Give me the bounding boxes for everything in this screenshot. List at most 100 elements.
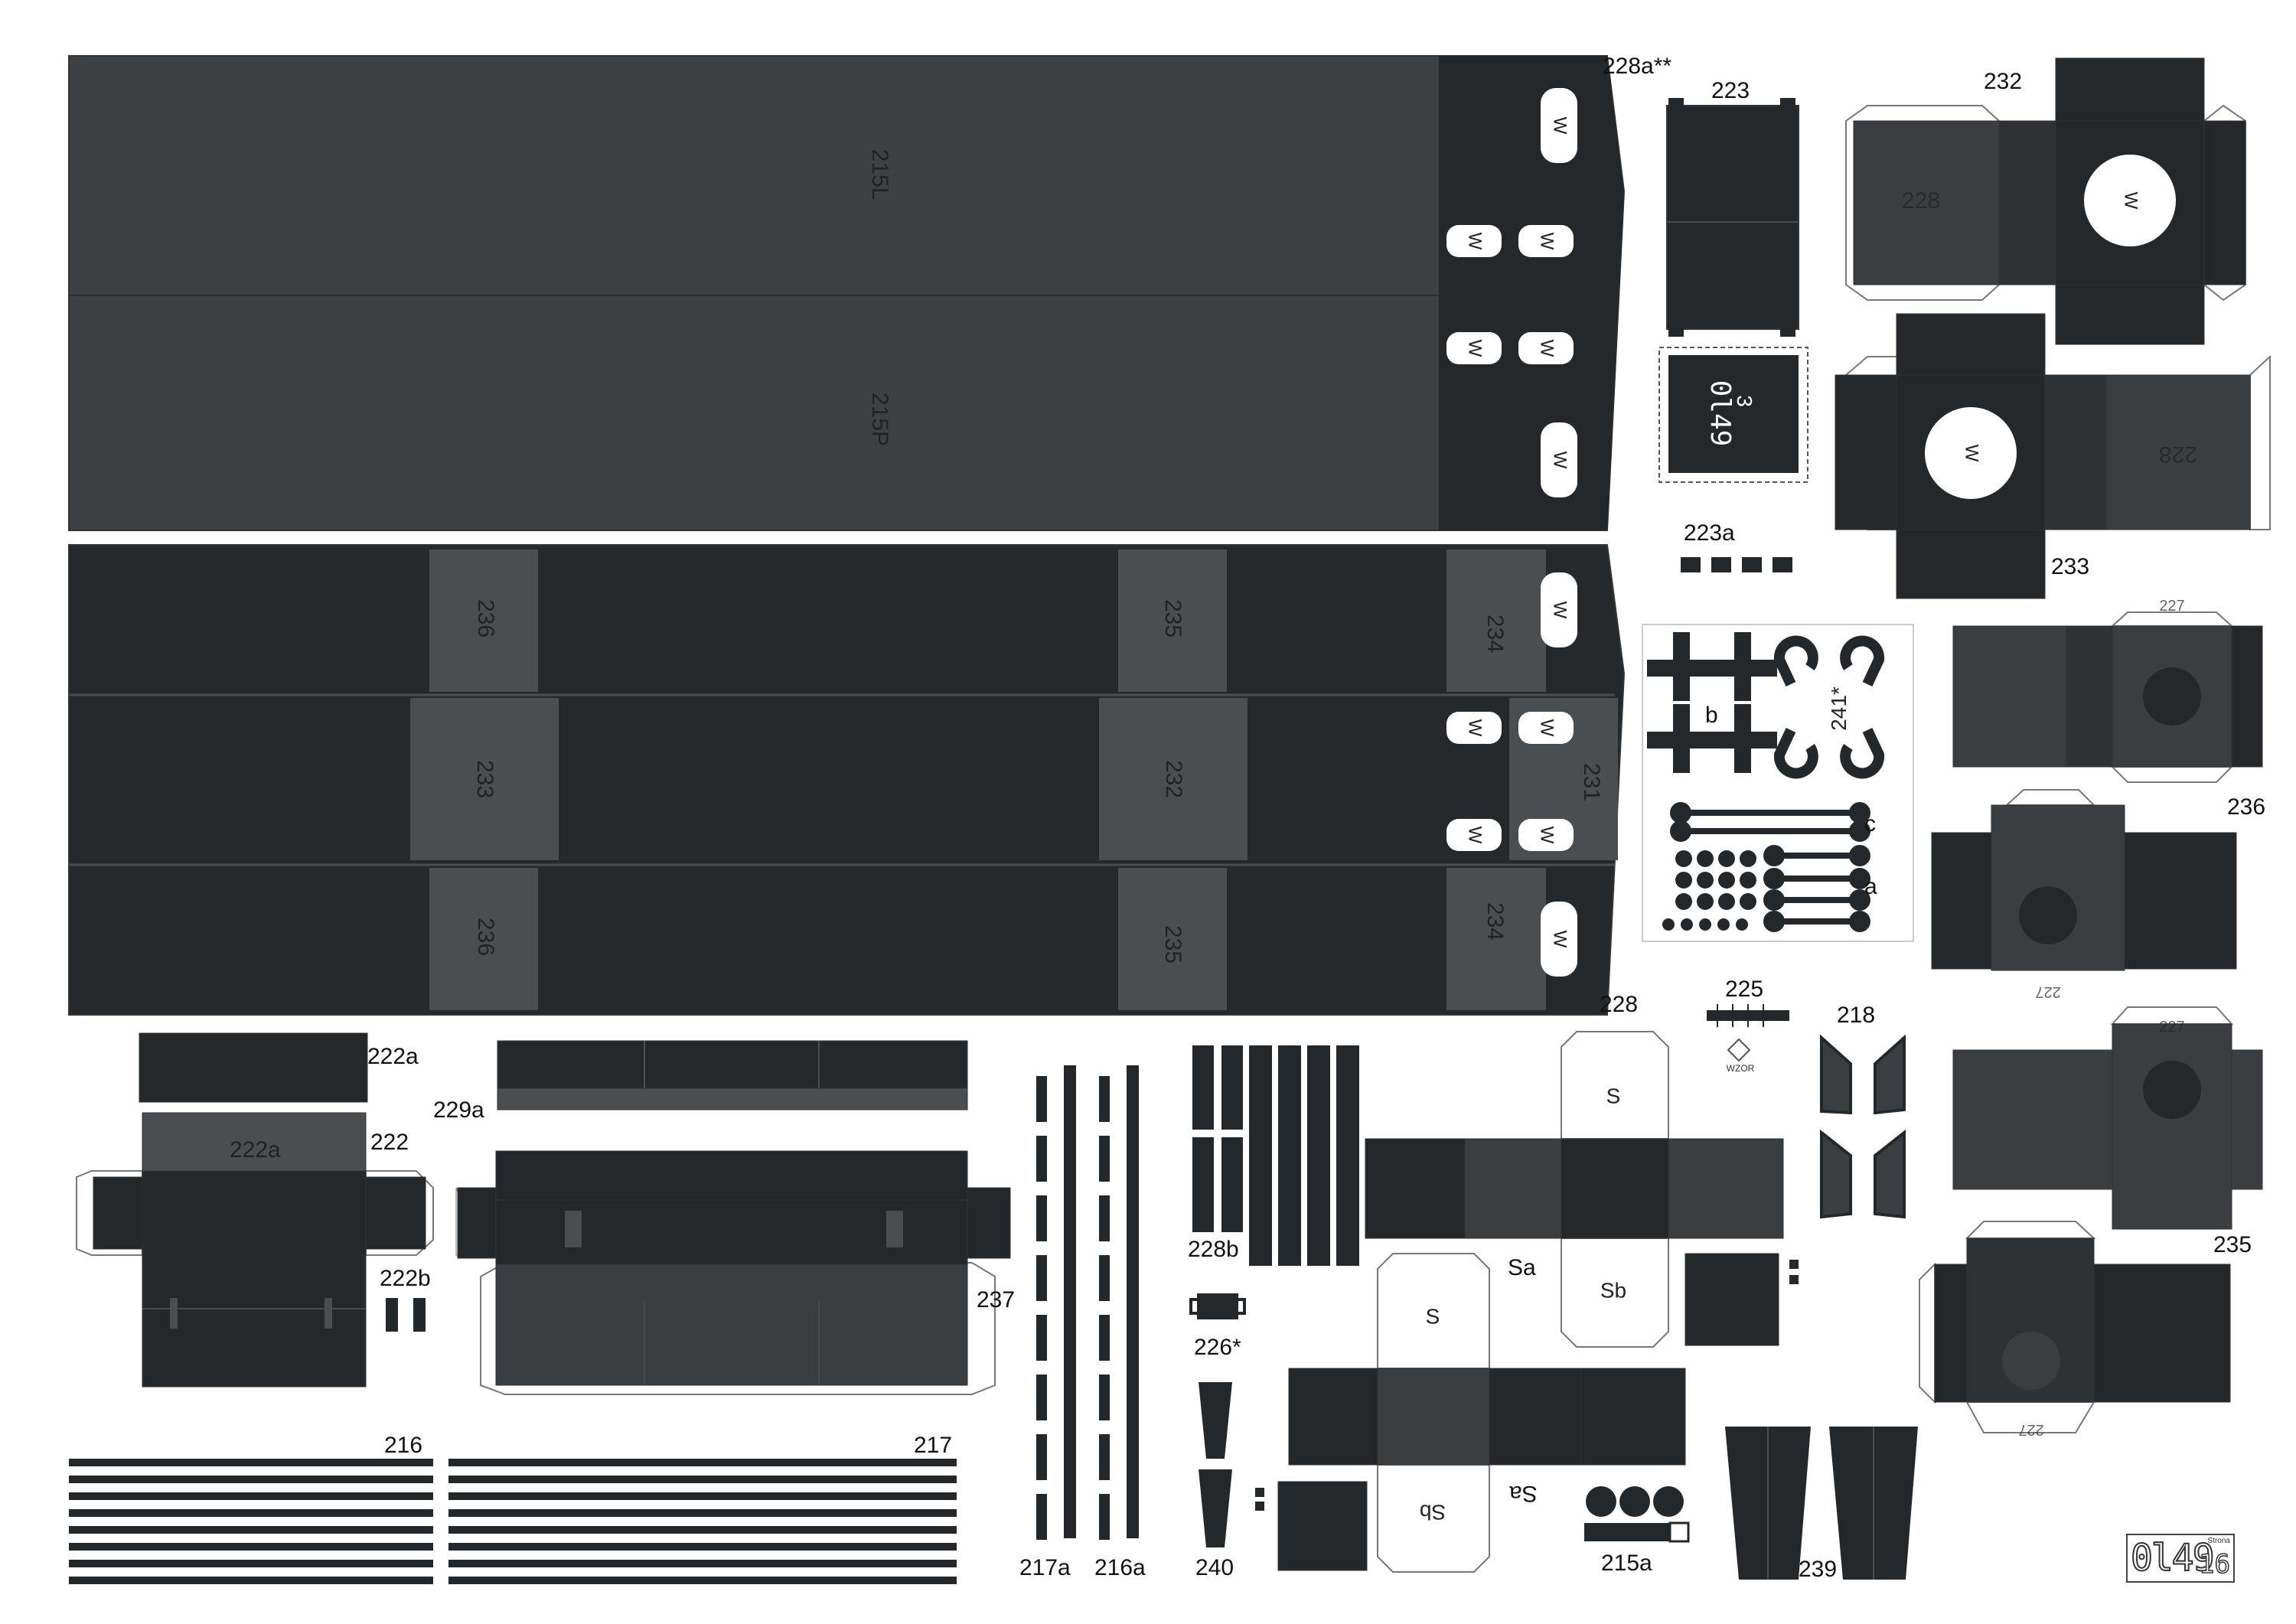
svg-text:W: W	[1550, 117, 1570, 135]
svg-text:234: 234	[1482, 902, 1508, 941]
svg-text:227: 227	[2035, 983, 2060, 1000]
label-228b: 228b	[1188, 1237, 1239, 1262]
part-223a	[1681, 557, 1792, 572]
label-b: b	[1705, 703, 1718, 728]
label-218: 218	[1837, 1003, 1876, 1028]
svg-text:Sb: Sb	[1600, 1278, 1626, 1302]
label-226-star: 226*	[1194, 1335, 1241, 1360]
label-235: 235	[2213, 1232, 2252, 1257]
hull-panel-strip-labels: 236 235 234 233 232 231 236 235 234	[472, 599, 1604, 964]
w-markers-top: W W W W W W	[1446, 88, 1577, 497]
part-small-box-left	[1255, 1481, 1368, 1571]
page-stamp: 0l49 Strona 16	[2126, 1534, 2235, 1583]
part-small-box-right	[1684, 1253, 1799, 1346]
part-222a-strip	[139, 1032, 368, 1103]
part-225: WZOR	[1707, 1004, 1789, 1074]
label-216: 216	[384, 1433, 423, 1458]
svg-text:W: W	[1550, 931, 1570, 948]
label-237: 237	[977, 1287, 1016, 1313]
box-S-Sb-upper: S Sb	[1365, 1031, 1784, 1348]
svg-text:Sb: Sb	[1420, 1501, 1446, 1525]
part-0l49-3: 0l49 3	[1658, 347, 1808, 483]
svg-text:228: 228	[2159, 442, 2197, 467]
part-237	[455, 1150, 1011, 1395]
svg-text:236: 236	[473, 599, 498, 638]
label-215P: 215P	[867, 393, 892, 446]
svg-text:235: 235	[1160, 925, 1186, 964]
label-223a: 223a	[1684, 520, 1735, 546]
svg-text:233: 233	[472, 760, 497, 798]
svg-text:W: W	[1537, 233, 1557, 250]
svg-text:W: W	[2121, 192, 2141, 210]
box-228-lower: W 228	[1835, 313, 2271, 599]
part-215a	[1584, 1486, 1690, 1543]
svg-text:227: 227	[2159, 1019, 2184, 1035]
svg-text:235: 235	[1160, 599, 1186, 638]
svg-text:W: W	[1537, 719, 1557, 737]
label-216a: 216a	[1094, 1555, 1146, 1580]
label-233: 233	[2051, 554, 2090, 579]
svg-text:234: 234	[1482, 615, 1508, 653]
label-229a: 229a	[433, 1097, 484, 1123]
svg-text:WZOR: WZOR	[1727, 1063, 1755, 1074]
svg-text:231: 231	[1579, 763, 1604, 801]
part-241-block: 241*	[1642, 624, 1914, 942]
label-222a-top: 222a	[367, 1044, 419, 1069]
label-Sa-lower: Sa	[1509, 1481, 1538, 1506]
part-218	[1820, 1034, 1906, 1219]
label-a: a	[1864, 874, 1877, 899]
hull-panel-215: 215L 215P	[68, 55, 1626, 531]
svg-text:S: S	[1426, 1304, 1440, 1328]
sheet-title: 0l49	[2130, 1536, 2216, 1580]
svg-text:241*: 241*	[1827, 686, 1851, 731]
label-222a-inner: 222a	[230, 1137, 281, 1163]
svg-text:232: 232	[1161, 760, 1186, 798]
parts-216a	[1099, 1065, 1139, 1540]
page-word: Strona	[2207, 1537, 2230, 1545]
w-markers-strips: W W W W W W	[1446, 572, 1577, 977]
part-240	[1199, 1382, 1232, 1547]
svg-text:W: W	[1465, 340, 1486, 357]
svg-text:236: 236	[473, 918, 498, 956]
svg-text:W: W	[1537, 340, 1557, 357]
label-222b: 222b	[380, 1266, 431, 1291]
label-236: 236	[2227, 794, 2266, 820]
part-222	[76, 1112, 434, 1388]
svg-text:W: W	[1465, 827, 1486, 844]
label-232: 232	[1984, 69, 2023, 94]
svg-text:228: 228	[1902, 188, 1940, 214]
svg-text:0l49: 0l49	[1704, 380, 1736, 447]
part-222b	[386, 1298, 426, 1332]
label-223: 223	[1711, 78, 1750, 103]
label-217a: 217a	[1019, 1555, 1071, 1580]
parts-217a	[1036, 1065, 1076, 1540]
label-215L: 215L	[867, 149, 892, 201]
label-222: 222	[370, 1130, 409, 1155]
box-S-Sb-lower: S Sb	[1288, 1253, 1686, 1573]
part-239	[1725, 1427, 1918, 1580]
label-239: 239	[1799, 1557, 1838, 1582]
box-227-a: 227	[1952, 598, 2263, 783]
box-228-upper: W 228	[1845, 57, 2246, 345]
svg-text:3: 3	[1733, 395, 1756, 407]
svg-text:W: W	[1550, 452, 1570, 469]
label-217: 217	[914, 1433, 953, 1458]
label-215a: 215a	[1601, 1551, 1652, 1576]
box-227-b: 227	[1931, 789, 2237, 1000]
hull-panel-strips	[68, 544, 1626, 1016]
box-227-c: 227	[1952, 1006, 2263, 1230]
svg-text:W: W	[1465, 719, 1486, 737]
label-228a-double-star: 228a**	[1603, 54, 1672, 79]
label-240: 240	[1195, 1555, 1234, 1580]
parts-228b	[1192, 1045, 1359, 1266]
svg-text:227: 227	[2018, 1421, 2043, 1438]
svg-text:W: W	[1550, 602, 1570, 619]
part-226	[1189, 1293, 1246, 1319]
label-c: c	[1864, 811, 1876, 836]
svg-text:W: W	[1537, 827, 1557, 844]
box-227-d: 227	[1919, 1221, 2231, 1438]
label-225: 225	[1725, 977, 1764, 1002]
svg-text:W: W	[1465, 233, 1486, 250]
svg-text:S: S	[1606, 1084, 1621, 1107]
